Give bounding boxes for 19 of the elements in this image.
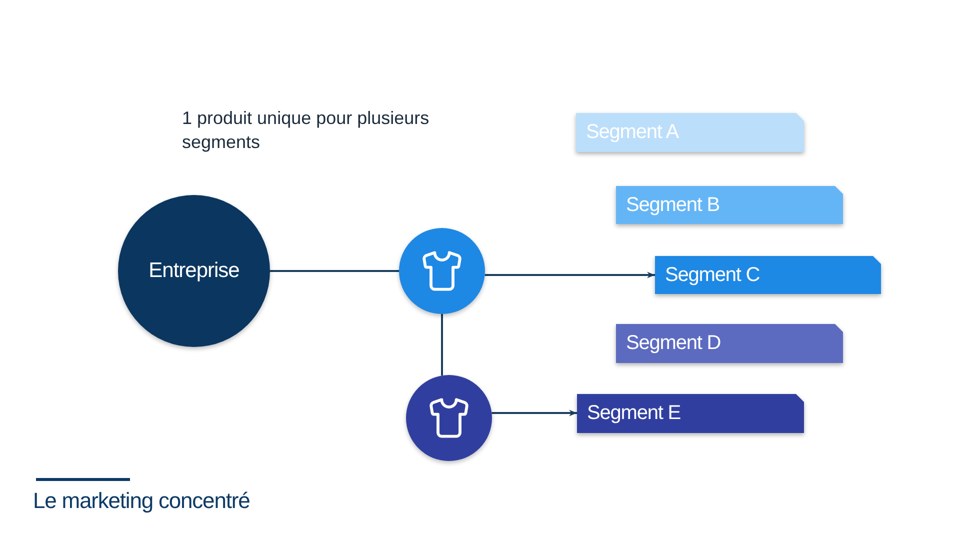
connector-line (441, 314, 443, 376)
segment-label: Segment B (626, 194, 720, 216)
segment-box (576, 113, 804, 152)
segment-box (616, 186, 843, 224)
segment-box (616, 324, 843, 363)
arrow (492, 410, 577, 416)
segment-label: Segment D (626, 332, 721, 355)
connector-line (270, 270, 399, 272)
arrow (484, 272, 655, 278)
segment-label: Segment A (586, 121, 678, 144)
segment-box (655, 256, 881, 294)
product-circle (399, 228, 485, 314)
segment-box (577, 394, 804, 433)
caption: Le marketing concentré (33, 488, 250, 514)
segment-label: Segment C (665, 264, 760, 286)
note-text: 1 produit unique pour plusieurs segments (182, 107, 430, 154)
segment-label: Segment E (587, 402, 681, 425)
node-label: Entreprise (148, 259, 240, 283)
product-circle (406, 375, 492, 461)
